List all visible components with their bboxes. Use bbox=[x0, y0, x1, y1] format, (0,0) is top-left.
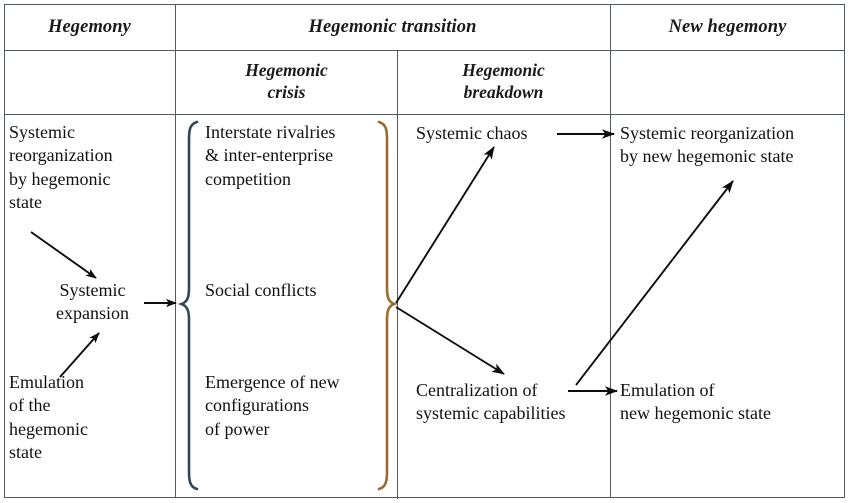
rule-subheader-bottom bbox=[5, 114, 844, 115]
header-hegemonic-transition: Hegemonic transition bbox=[308, 16, 477, 37]
cell-emergence-of-new-configurations: Emergence of new configurations of power bbox=[205, 372, 340, 439]
cell-centralization-of-systemic-capabilities: Centralization of systemic capabilities bbox=[416, 380, 566, 424]
rule-header-bottom bbox=[5, 50, 844, 51]
header-new-hegemony: New hegemony bbox=[668, 16, 787, 37]
cell-systemic-reorganization: Systemic reorganization by hegemonic sta… bbox=[9, 122, 113, 213]
cell-systemic-chaos: Systemic chaos bbox=[416, 123, 528, 143]
subheader-hegemonic-breakdown: Hegemonic breakdown bbox=[462, 60, 545, 102]
rule-col1-col2 bbox=[175, 5, 176, 497]
cell-systemic-reorganization-by-new-hegemonic-state: Systemic reorganization by new hegemonic… bbox=[620, 123, 795, 167]
cell-systemic-expansion: Systemic expansion bbox=[56, 280, 129, 324]
cell-social-conflicts: Social conflicts bbox=[205, 280, 317, 300]
cell-emulation-of-hegemonic-state: Emulation of the hegemonic state bbox=[9, 372, 88, 463]
cell-interstate-rivalries: Interstate rivalries & inter-enterprise … bbox=[205, 122, 336, 189]
rule-sub2-sub3 bbox=[397, 50, 398, 499]
cell-emulation-of-new-hegemonic-state: Emulation of new hegemonic state bbox=[620, 380, 771, 424]
header-hegemony: Hegemony bbox=[47, 16, 131, 37]
subheader-hegemonic-crisis: Hegemonic crisis bbox=[245, 60, 328, 102]
